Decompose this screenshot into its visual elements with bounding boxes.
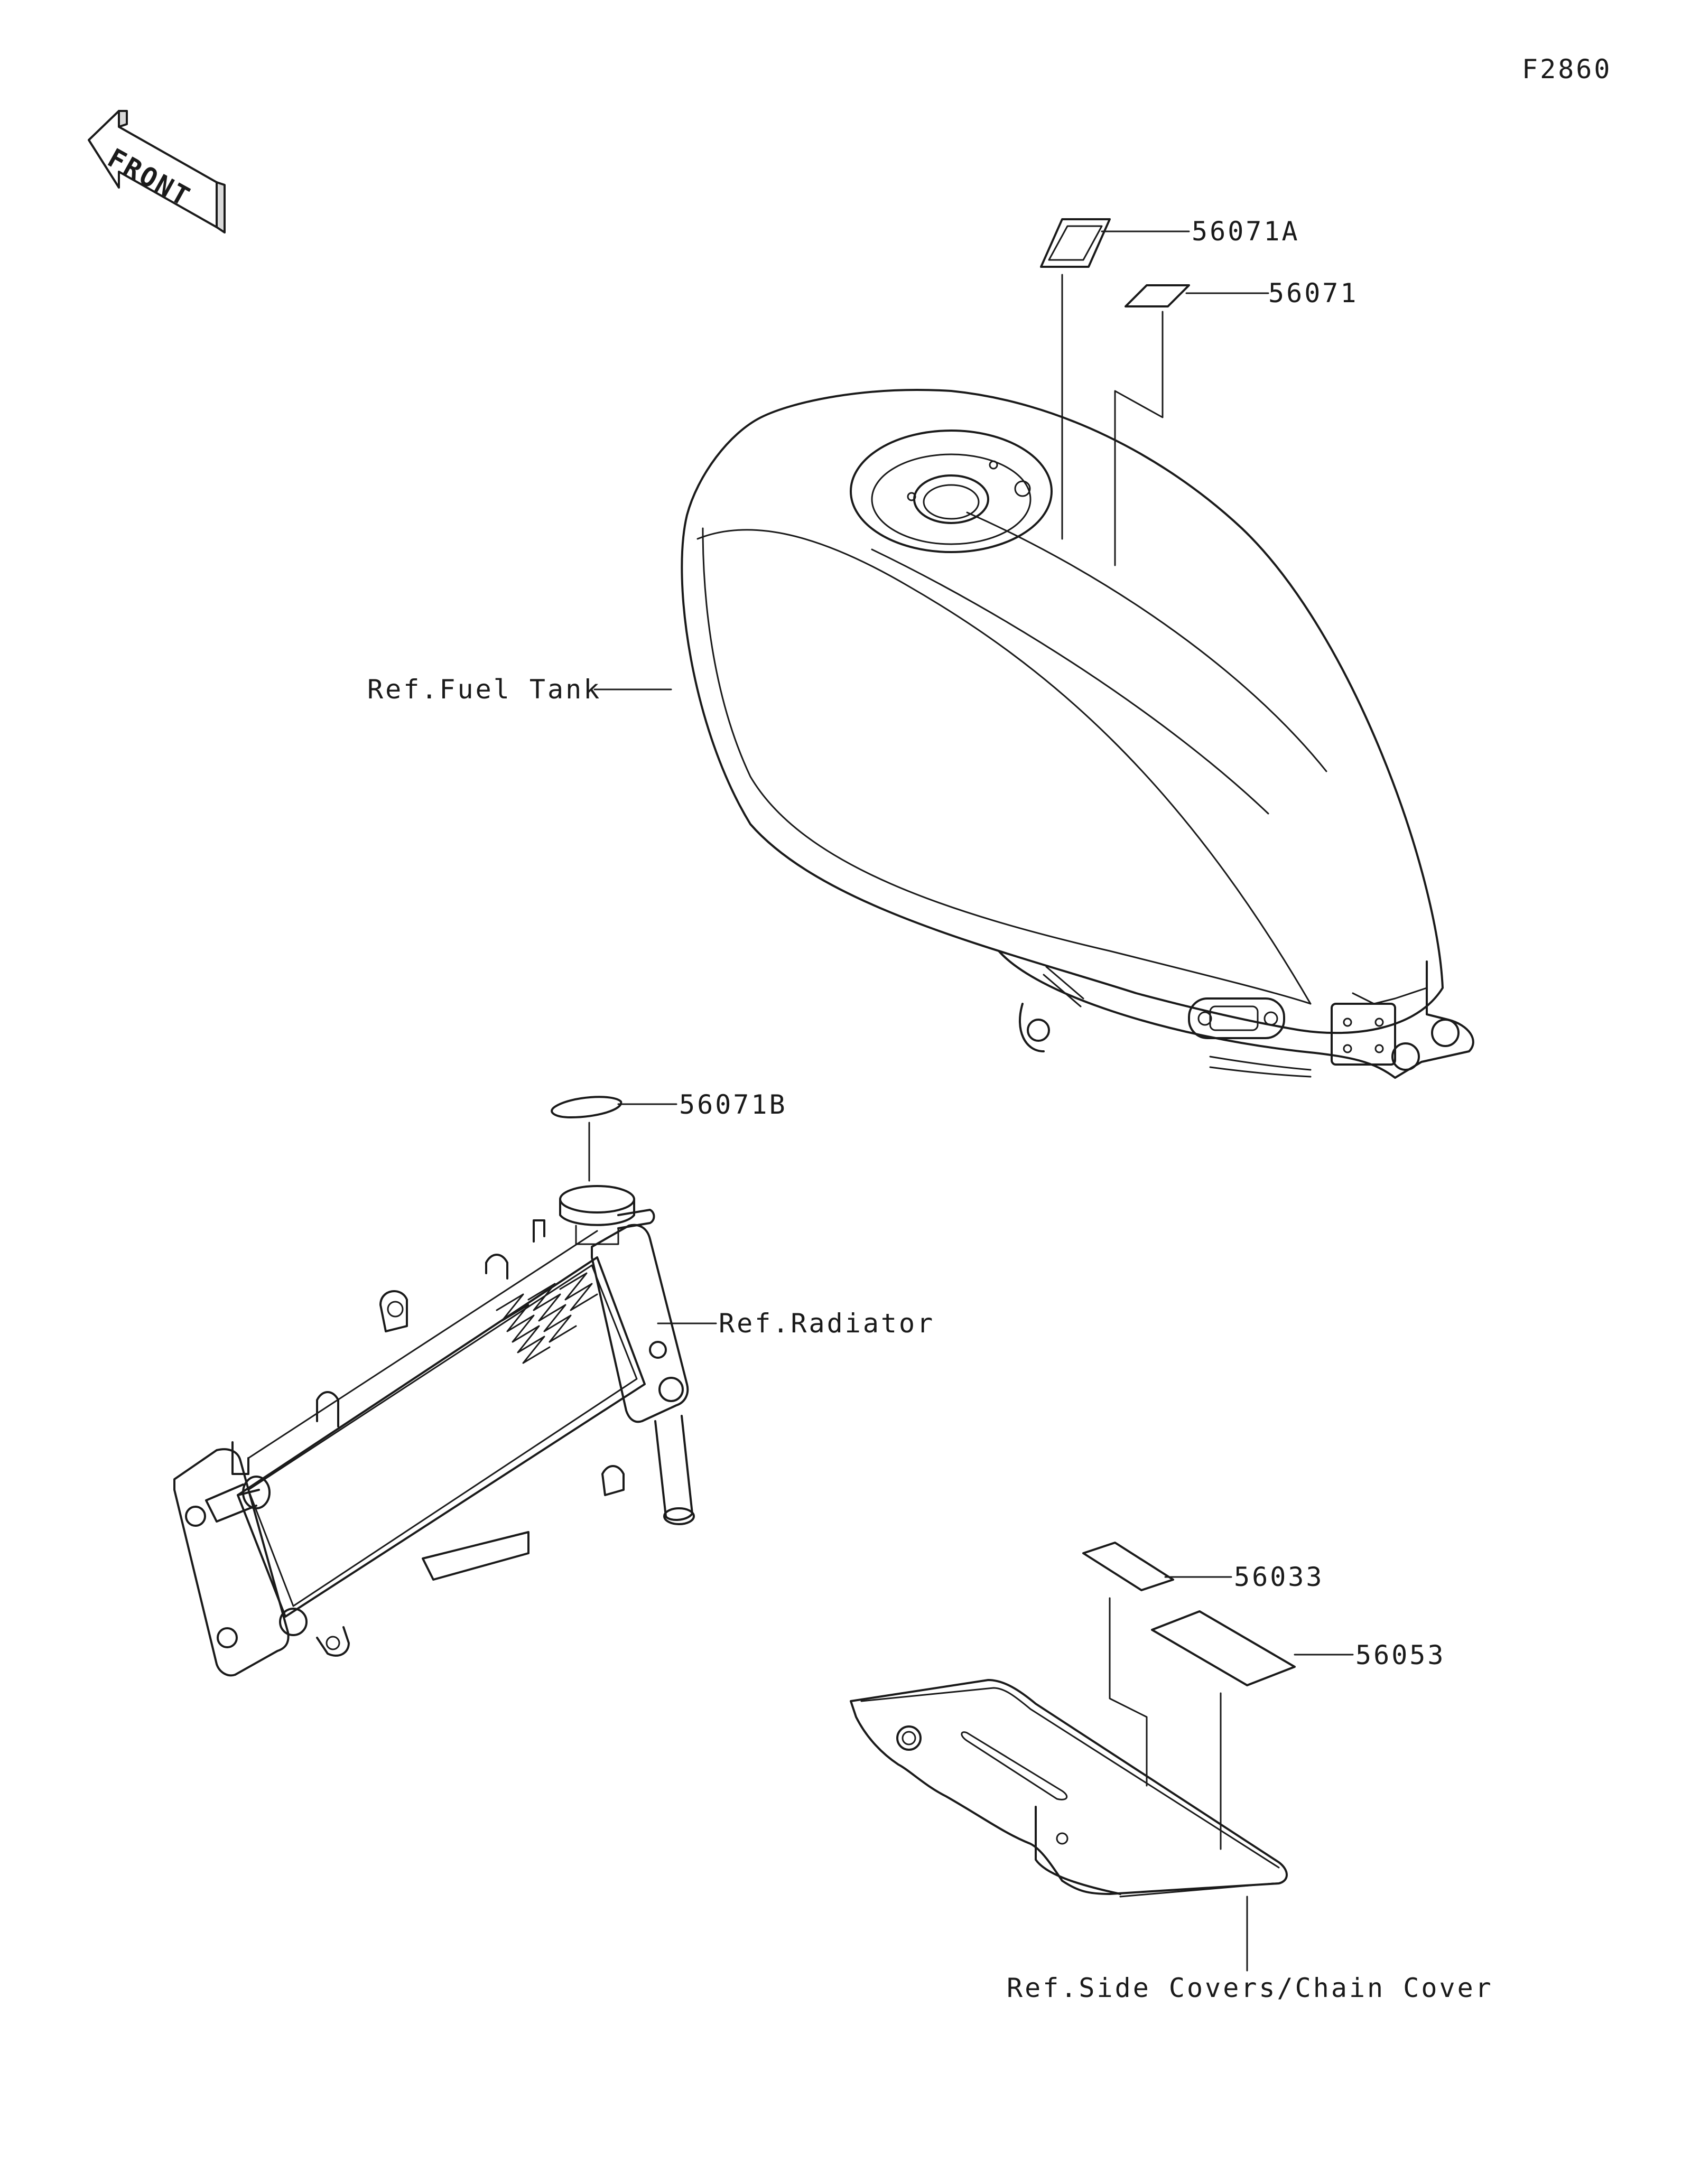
ref-radiator: Ref.Radiator [719, 1308, 935, 1339]
part-label-56071A: 56071A [1192, 216, 1300, 247]
ref-fuel-tank: Ref.Fuel Tank [367, 674, 601, 705]
ref-chain-cover: Ref.Side Covers/Chain Cover [1007, 1973, 1493, 2003]
radiator [173, 1185, 695, 1677]
part-label-56071: 56071 [1268, 278, 1359, 309]
figure-code: F2860 [1522, 54, 1612, 85]
chain-cover [850, 1679, 1288, 1898]
decal-56033 [1082, 1542, 1232, 1787]
fuel-tank [681, 389, 1474, 1079]
decal-56071B [551, 1096, 677, 1182]
part-label-56053: 56053 [1355, 1640, 1446, 1670]
decal-56071A [1040, 218, 1190, 540]
decal-56071 [1114, 284, 1269, 566]
front-direction-arrow-icon: FRONT [88, 110, 226, 234]
decal-56053 [1151, 1610, 1354, 1850]
part-label-56033: 56033 [1234, 1562, 1324, 1592]
part-label-56071B: 56071B [679, 1089, 787, 1120]
